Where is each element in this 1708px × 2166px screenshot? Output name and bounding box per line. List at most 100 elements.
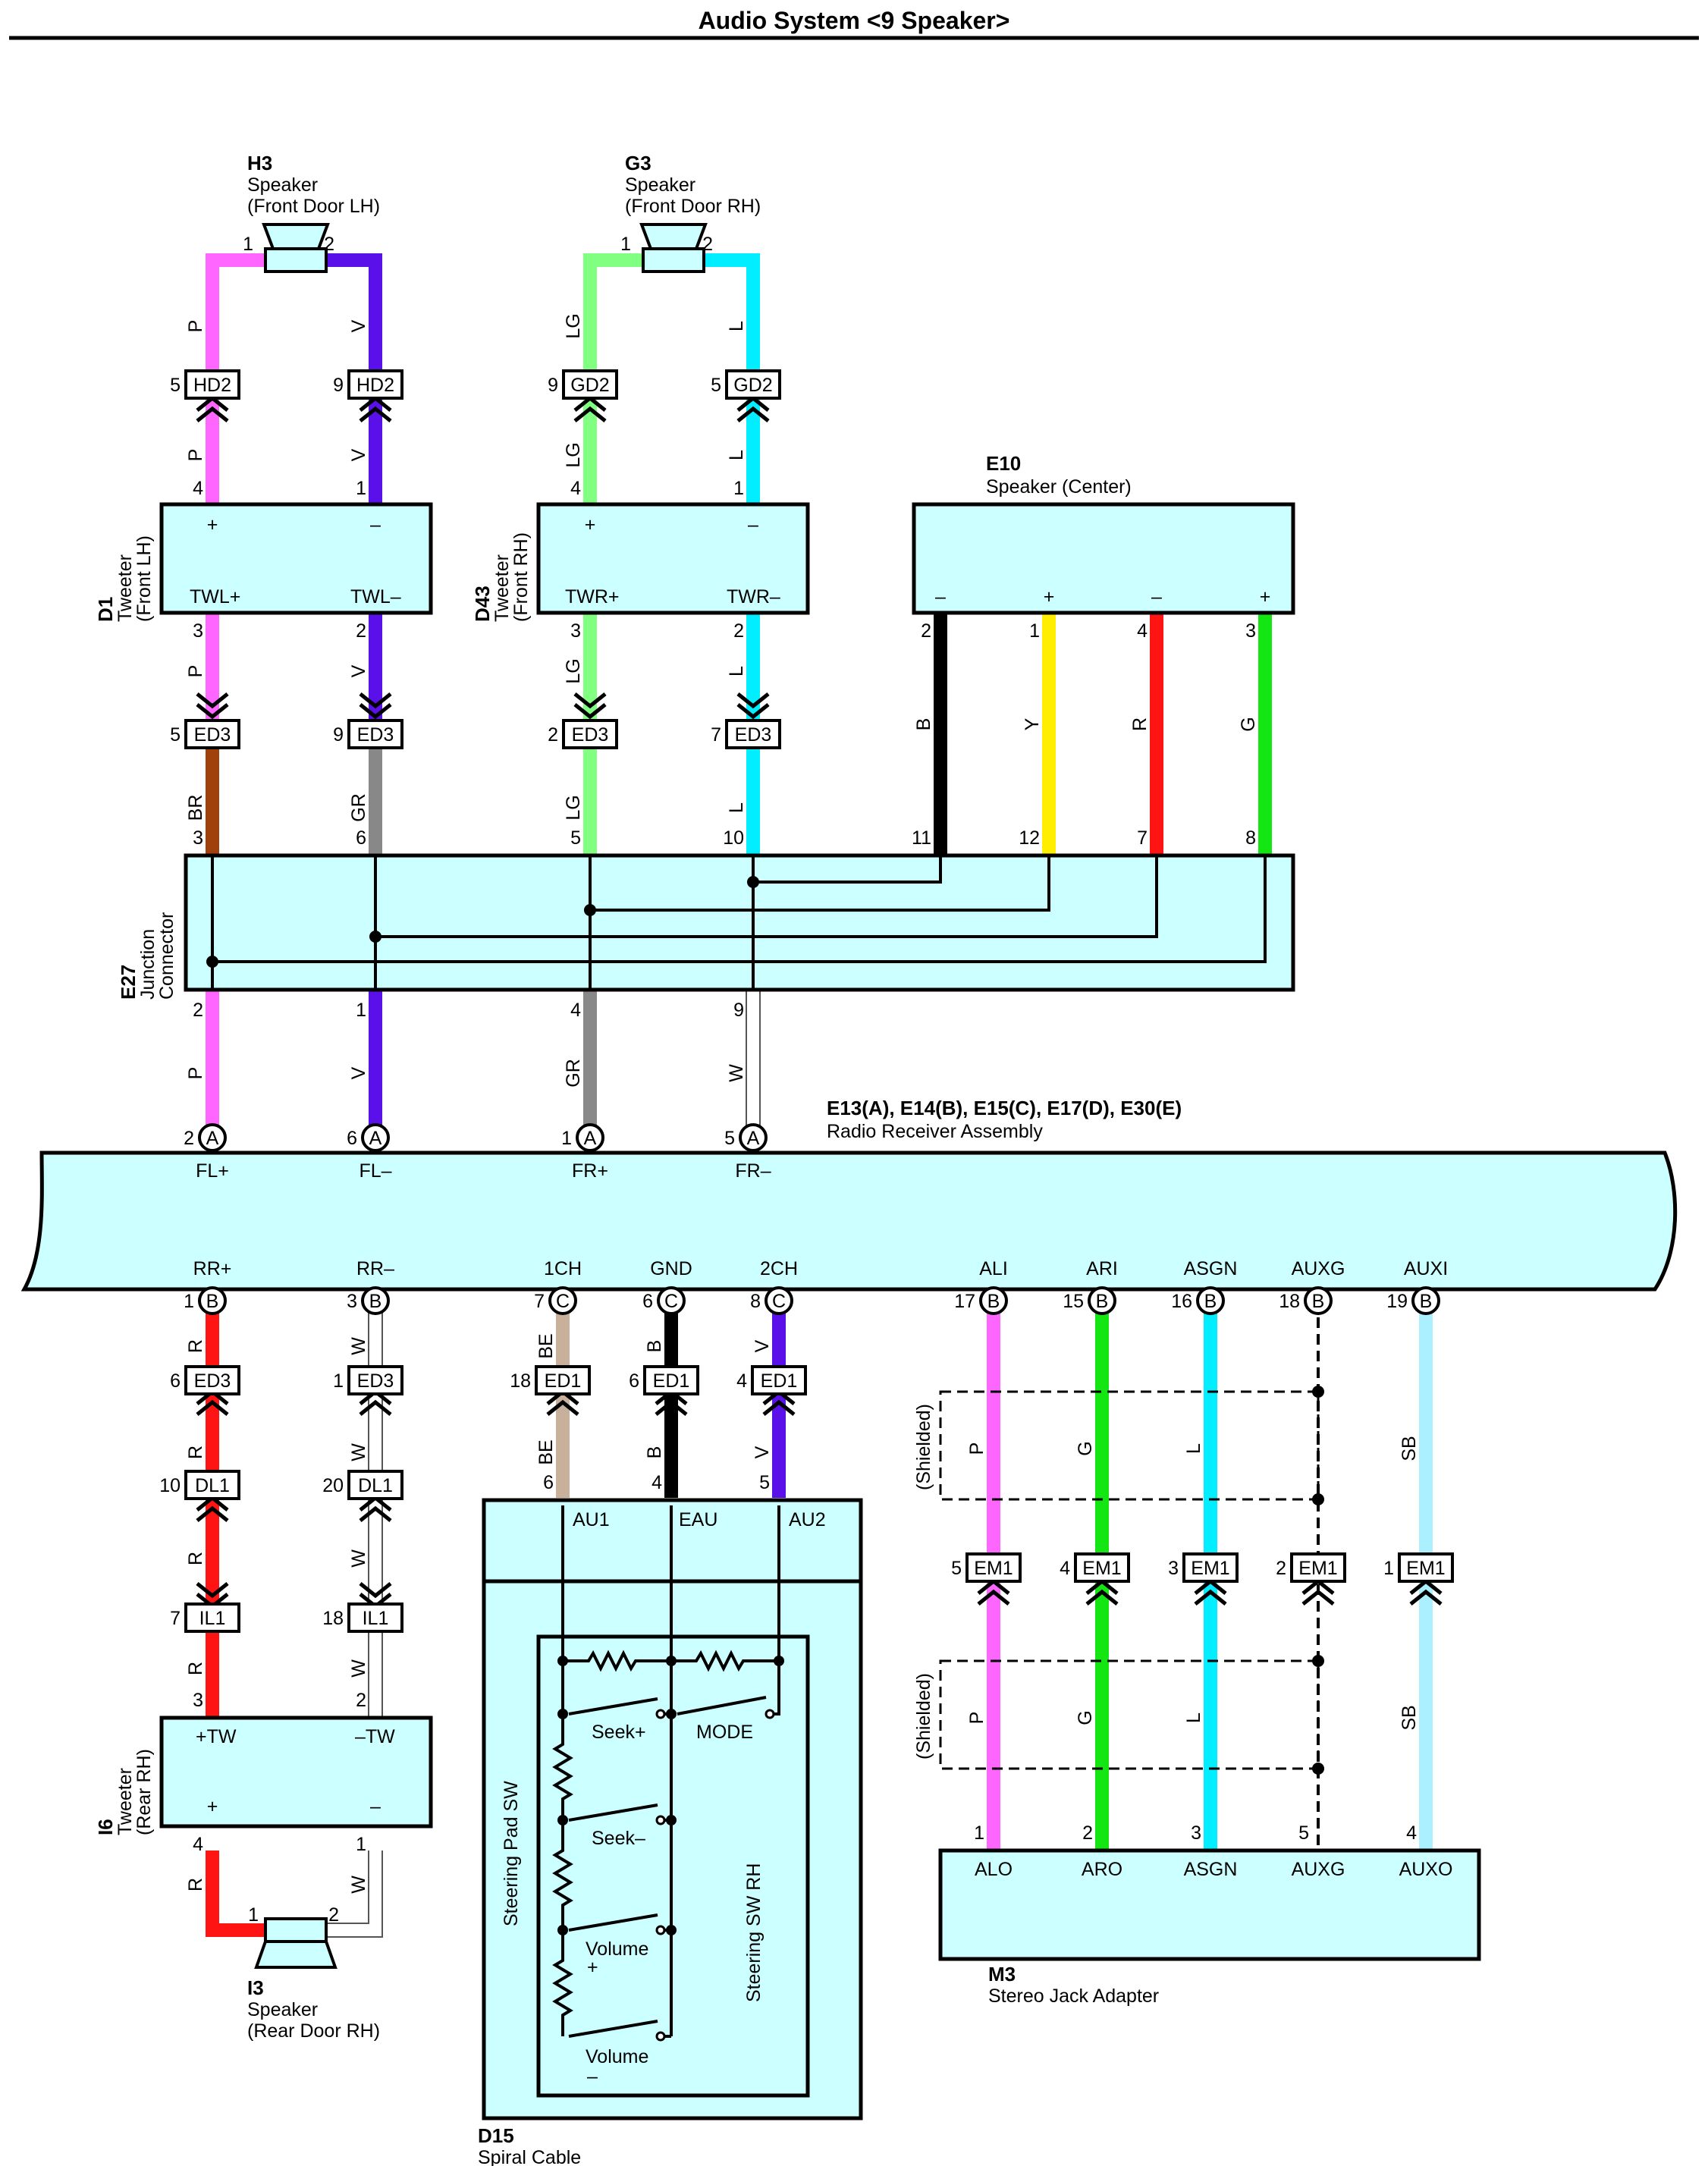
radio-receiver: [20, 1150, 1678, 1292]
pin-number: 1: [620, 234, 631, 255]
wire-code: V: [348, 319, 369, 332]
d1-name: Tweeter: [115, 554, 136, 622]
h3-id: H3: [247, 152, 272, 174]
wire-code: GR: [348, 793, 369, 822]
chevron-icon: [1085, 1589, 1119, 1606]
connector-pin: 10: [159, 1475, 181, 1496]
pin-number: 4: [570, 1000, 581, 1021]
e10-name: Speaker (Center): [986, 476, 1132, 498]
terminal-pin: 1: [561, 1128, 572, 1149]
connector-label: DL1: [358, 1475, 393, 1496]
radio-terminal: [657, 1286, 686, 1315]
connector-ed3: [347, 1365, 403, 1395]
chevron-icon: [359, 1582, 392, 1599]
pin-number: 3: [1191, 1822, 1201, 1844]
wire-code: BE: [535, 1333, 557, 1358]
wire-code: L: [726, 802, 747, 813]
speaker-i3: [254, 1917, 338, 1969]
d43-minus: –: [748, 514, 758, 535]
pin-number: 4: [1137, 620, 1148, 642]
terminal-pin: 7: [534, 1291, 545, 1312]
wire-code: W: [348, 1443, 369, 1461]
connector-il1: [184, 1603, 240, 1633]
d1-id: D1: [94, 597, 117, 622]
radio-name: Radio Receiver Assembly: [827, 1121, 1043, 1142]
connector-pin: 5: [170, 375, 181, 396]
connector-gd2: [725, 369, 781, 400]
connector-pin: 6: [629, 1370, 639, 1392]
pin-number: 12: [1019, 827, 1040, 849]
tweeter-i6: [159, 1716, 433, 1829]
connector-label: EM1: [1191, 1558, 1229, 1579]
shield-node-3: [1312, 1655, 1324, 1667]
switch-volume-down-sign: –: [587, 2066, 598, 2087]
connector-pin: 6: [170, 1370, 181, 1392]
i6-id: I6: [94, 1819, 117, 1835]
wire-code: G: [1075, 1710, 1096, 1725]
wire-code: SB: [1399, 1436, 1420, 1461]
radio-1ch: 1CH: [544, 1258, 582, 1279]
e10-minus-2: –: [1151, 586, 1162, 607]
chevron-icon: [546, 1399, 579, 1416]
radio-terminal: [548, 1286, 577, 1315]
pin-number: 5: [570, 827, 581, 849]
connector-ed3: [184, 719, 240, 749]
wire-code: R: [185, 1878, 206, 1891]
wire-code: V: [348, 448, 369, 461]
g3-id: G3: [625, 152, 651, 174]
pin-number: 2: [324, 234, 334, 255]
pin-number: 1: [248, 1904, 259, 1926]
radio-auxg: AUXG: [1292, 1258, 1345, 1279]
d43-pin-twr-minus: TWR–: [727, 586, 780, 607]
connector-hd2: [184, 369, 240, 400]
radio-terminal: [198, 1286, 227, 1315]
connector-label: ED3: [572, 724, 609, 746]
connector-label: ED3: [735, 724, 772, 746]
radio-terminal: [979, 1286, 1008, 1315]
connector-label: ED1: [545, 1370, 582, 1392]
wire-code: L: [726, 666, 747, 676]
terminal-pin: 15: [1063, 1291, 1084, 1312]
shield-upper: [939, 1390, 1320, 1501]
wire-code: G: [1075, 1441, 1096, 1455]
e27-id: E27: [117, 965, 140, 1000]
pin-number: 8: [1245, 827, 1256, 849]
pin-number: 2: [328, 1904, 339, 1926]
wire-w-radio: [746, 989, 761, 1138]
shield-node-2: [1312, 1493, 1324, 1505]
terminal-pin: 6: [642, 1291, 653, 1312]
i3-name: Speaker: [247, 1999, 318, 2020]
pin-number: 5: [759, 1472, 770, 1493]
terminal-pin: 17: [954, 1291, 975, 1312]
junction-internal-wiring: [206, 855, 1267, 990]
pin-number: 3: [193, 827, 203, 849]
connector-hd2: [347, 369, 403, 400]
chevron-icon: [359, 406, 392, 422]
g3-sub: (Front Door RH): [625, 196, 761, 217]
m3-pin-auxg: AUXG: [1292, 1859, 1345, 1880]
wire-code: B: [913, 718, 934, 731]
d15-pin-au2: AU2: [789, 1509, 826, 1530]
connector-ed1: [535, 1365, 591, 1395]
d43-pin-twr-plus: TWR+: [565, 586, 620, 607]
terminal-pin: 6: [347, 1128, 357, 1149]
junction-e27: [184, 853, 1295, 992]
chevron-icon: [196, 406, 229, 422]
shield-node-1: [1312, 1386, 1324, 1398]
h3-name: Speaker: [247, 174, 318, 196]
radio-asgn: ASGN: [1184, 1258, 1238, 1279]
wire-code: P: [185, 449, 206, 462]
connector-label: ED1: [653, 1370, 690, 1392]
terminal-pin: 1: [184, 1291, 194, 1312]
wire-code: LG: [563, 658, 584, 683]
connector-em1: [1182, 1552, 1239, 1583]
connector-label: HD2: [356, 375, 394, 396]
wire-code: LG: [563, 313, 584, 338]
wire-code: L: [1183, 1712, 1204, 1723]
connector-pin: 5: [170, 724, 181, 746]
switch-seek-plus: Seek+: [592, 1722, 646, 1743]
e10-id: E10: [986, 452, 1021, 475]
d15-id: D15: [478, 2124, 514, 2147]
terminal-pin: 19: [1386, 1291, 1408, 1312]
